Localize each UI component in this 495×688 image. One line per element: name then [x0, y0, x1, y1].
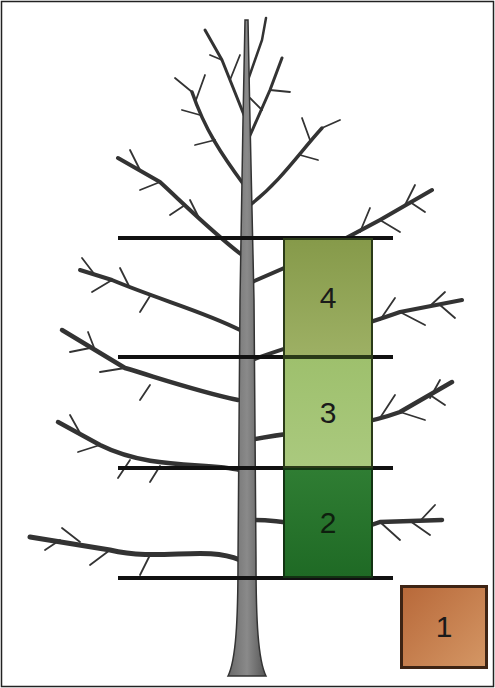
crown-zone-box: 2	[283, 468, 373, 578]
zone-number: 4	[320, 283, 337, 313]
zone-number: 1	[436, 612, 453, 642]
zone-number: 2	[320, 508, 337, 538]
divider-lines	[118, 238, 393, 578]
ground-box: 1	[400, 585, 488, 669]
zone-number: 3	[320, 398, 337, 428]
crown-zone-box: 3	[283, 357, 373, 468]
crown-zone-box: 4	[283, 238, 373, 357]
